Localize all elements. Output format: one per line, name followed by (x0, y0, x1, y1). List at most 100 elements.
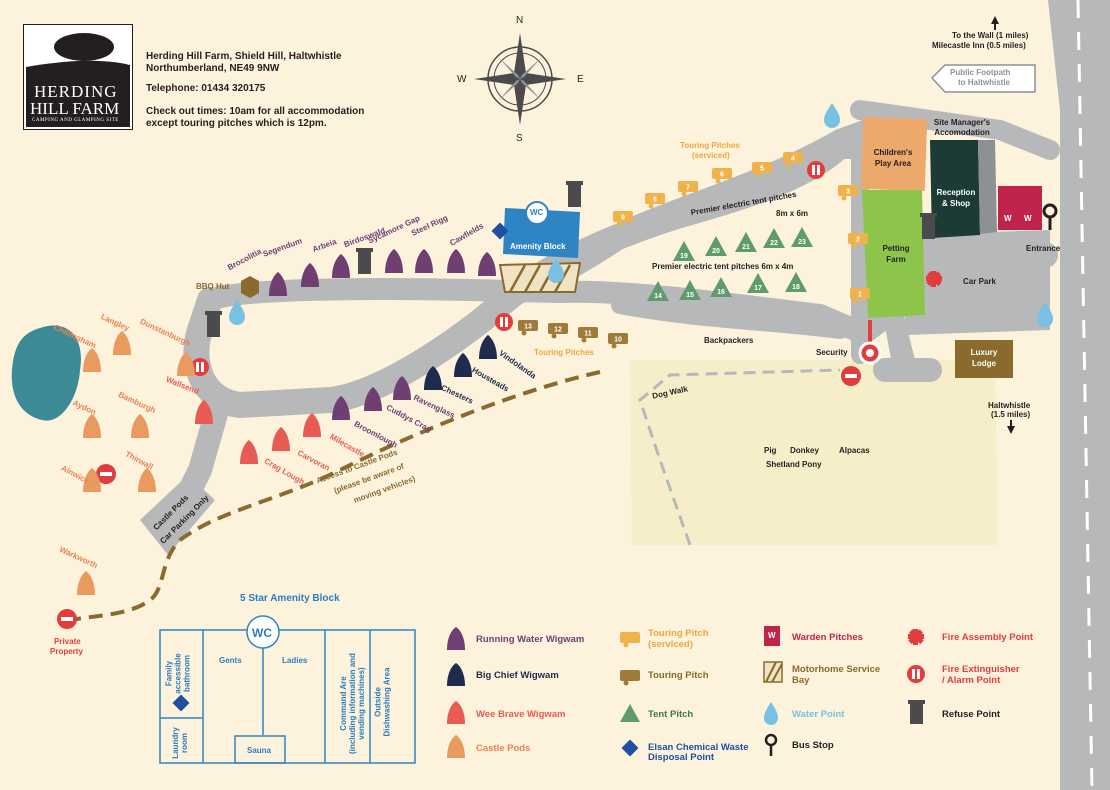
castle-pod-2[interactable] (177, 352, 195, 376)
refuse-bin-icon (920, 213, 937, 239)
running-wigwam-3[interactable] (385, 249, 403, 273)
security-label: Security (816, 348, 848, 357)
mid-wigwam-1[interactable] (364, 387, 382, 411)
legend-tent-label: Tent Pitch (648, 709, 694, 720)
running-wigwam-6[interactable] (478, 252, 496, 276)
mid-wigwam-3[interactable] (424, 366, 442, 390)
touring-serviced-pitch-8[interactable]: 9 (613, 211, 633, 227)
wee-wigwam-0[interactable] (240, 440, 258, 464)
castle-pods-access-path (69, 370, 601, 622)
mid-wigwam-2[interactable] (393, 376, 411, 400)
running-wigwam-4[interactable] (415, 249, 433, 273)
premier-upper-label2: 8m x 6m (776, 209, 809, 218)
touring-pitch-2[interactable]: 12 (548, 323, 568, 339)
tent-pitch-upper-4[interactable] (791, 227, 813, 247)
tree-logo-icon (26, 27, 130, 82)
amenity-block-label: Amenity Block (510, 242, 566, 251)
site-manager-label: Site Manager's Accomodation (933, 118, 991, 137)
wee-wigwam-1[interactable] (272, 427, 290, 451)
water-drop-icon (824, 103, 840, 128)
ladies-label: Ladies (282, 656, 308, 665)
wee-wigwam-2[interactable] (303, 413, 321, 437)
castle-pod-3[interactable] (195, 400, 213, 424)
castle-pod-5[interactable] (131, 414, 149, 438)
tent-pitch-lower-2[interactable] (710, 277, 732, 297)
touring-serviced-pitch-3[interactable]: 4 (783, 152, 803, 168)
checkout-line1: Check out times: 10am for all accommodat… (146, 106, 365, 117)
running-wigwam-5[interactable] (447, 249, 465, 273)
castle-pod-7[interactable] (138, 468, 156, 492)
water-drop-icon (548, 258, 564, 283)
compass-n: N (516, 15, 524, 26)
animal-alpacas: Alpacas (839, 446, 870, 455)
tent-pitch-lower-1[interactable] (679, 280, 701, 300)
touring-pitches-label: Touring Pitches (534, 348, 594, 357)
wc-badge (525, 201, 549, 225)
castle-pod-6[interactable] (83, 468, 101, 492)
touring-serviced-pitch-1-number: 2 (856, 237, 860, 244)
touring-serviced-pitch-6-number: 7 (686, 185, 690, 192)
mid-wigwam-0[interactable] (332, 396, 350, 420)
compass-s: S (516, 133, 523, 144)
touring-pitch-0[interactable]: 10 (608, 333, 628, 349)
premier-lower-label: Premier electric tent pitches 6m x 4m (652, 262, 794, 271)
tent-pitch-upper-1-number: 20 (712, 248, 720, 255)
haltwhistle-label2: (1.5 miles) (991, 410, 1031, 419)
running-wigwam-0[interactable] (269, 272, 287, 296)
sauna-label: Sauna (247, 746, 272, 755)
touring-pitch-3[interactable]: 13 (518, 320, 538, 336)
castle-pod-8[interactable] (77, 571, 95, 595)
touring-serviced-pitch-1[interactable]: 2 (848, 233, 868, 249)
tent-pitch-upper-2[interactable] (735, 232, 757, 252)
warden-pitches (998, 186, 1042, 230)
compass-e: E (577, 74, 584, 85)
security-barrier (868, 320, 872, 350)
animal-donkey: Donkey (790, 446, 819, 455)
tent-pitch-upper-0[interactable] (673, 241, 695, 261)
floorplan-elsan-icon (172, 694, 190, 712)
legend-water-label: Water Point (792, 709, 845, 720)
tent-pitch-upper-2-number: 21 (742, 244, 750, 251)
legend-running-label: Running Water Wigwam (476, 634, 585, 645)
tent-pitch-lower-3[interactable] (747, 273, 769, 293)
reception-label: Reception & Shop (936, 188, 976, 208)
no-entry-icon (57, 609, 77, 629)
tent-pitch-upper-3[interactable] (763, 228, 785, 248)
dog-walk-path (638, 368, 841, 546)
touring-pitch-2-number: 12 (554, 327, 562, 334)
milecastle-inn-label: Milecastle Inn (0.5 miles) (932, 41, 1026, 50)
touring-serviced-pitch-0[interactable]: 1 (850, 288, 870, 304)
touring-serviced-pitch-7[interactable]: 8 (645, 193, 665, 209)
touring-serviced-pitch-5[interactable]: 6 (712, 168, 732, 184)
running-wigwam-1[interactable] (301, 263, 319, 287)
tent-pitch-lower-0[interactable] (647, 281, 669, 301)
water-drop-icon (229, 300, 245, 325)
legend-extinguisher-label2: / Alarm Point (942, 675, 1001, 686)
mid-wigwam-4[interactable] (454, 353, 472, 377)
running-wigwam-2[interactable] (332, 254, 350, 278)
touring-serviced-pitch-4[interactable]: 5 (752, 162, 772, 178)
security-point-inner (866, 349, 874, 357)
legend-elsan-label1: Elsan Chemical Waste (648, 742, 749, 753)
touring-serviced-pitch-5-number: 6 (720, 172, 724, 179)
legend-wee-label: Wee Brave Wigwam (476, 709, 566, 720)
legend-elsan-label2: Disposal Point (648, 752, 714, 763)
tent-pitch-upper-0-number: 19 (680, 253, 688, 260)
touring-serviced-pitch-6[interactable]: 7 (678, 181, 698, 197)
tent-pitch-lower-0-number: 14 (654, 293, 662, 300)
tent-pitch-upper-1[interactable] (705, 236, 727, 256)
touring-serviced-pitch-2[interactable]: 3 (838, 185, 858, 201)
castle-pod-1[interactable] (113, 331, 131, 355)
touring-pitch-3-number: 13 (524, 324, 532, 331)
touring-serviced-label2: (serviced) (692, 151, 730, 160)
tent-pitch-lower-4[interactable] (785, 272, 807, 292)
private-label1: Private (54, 637, 81, 646)
touring-serviced-pitch-7-number: 8 (653, 197, 657, 204)
castle-pod-4[interactable] (83, 414, 101, 438)
footpath-label2: to Haltwhistle (958, 78, 1011, 87)
mid-wigwam-5[interactable] (479, 335, 497, 359)
castle-pod-0[interactable] (83, 348, 101, 372)
amenity-title: 5 Star Amenity Block (240, 593, 340, 604)
touring-pitch-1[interactable]: 11 (578, 327, 598, 343)
